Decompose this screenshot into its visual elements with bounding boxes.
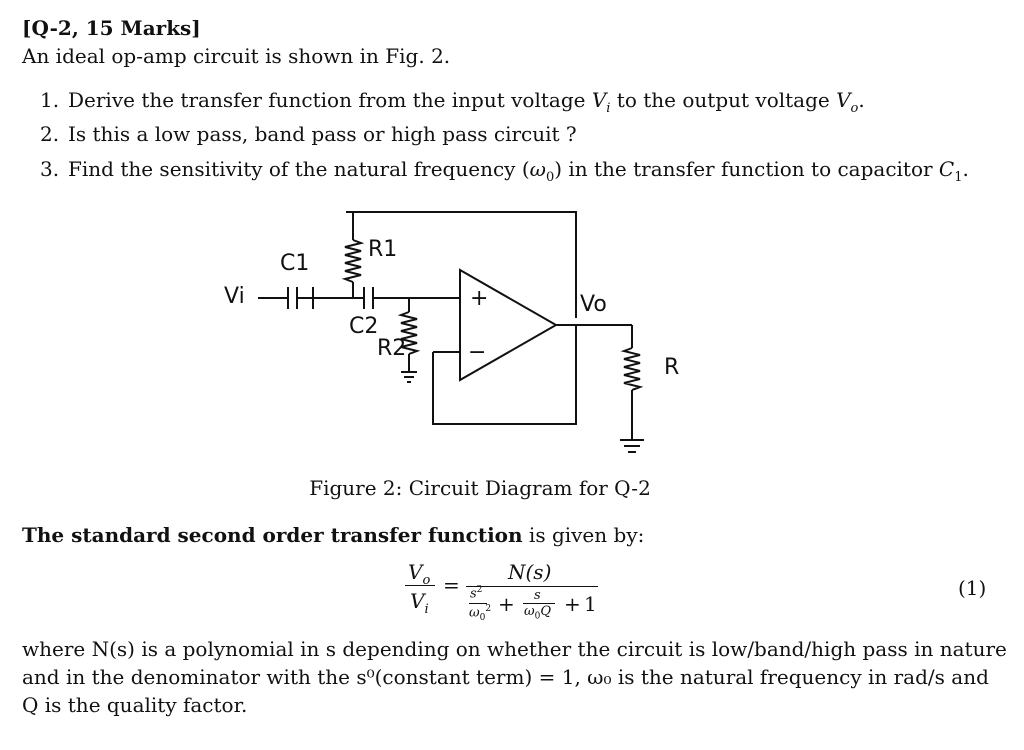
symbol-sub: i xyxy=(424,602,429,617)
resistor-r1 xyxy=(341,239,365,283)
question-text: . xyxy=(858,88,865,112)
symbol-sub: 1 xyxy=(954,170,963,185)
question-text: Is this a low pass, band pass or high pa… xyxy=(68,122,577,146)
symbol-sub: 0 xyxy=(479,612,486,623)
constant-one: 1 xyxy=(584,592,597,616)
standard-tf-sentence: The standard second order transfer funct… xyxy=(22,523,644,547)
plus-sign: + xyxy=(498,592,515,616)
den-term1-den: ω02 xyxy=(469,604,491,623)
den-term2-den: ω0Q xyxy=(524,604,551,622)
intro-text: An ideal op-amp circuit is shown in Fig.… xyxy=(22,44,451,68)
opamp-plus-sign: + xyxy=(470,286,488,311)
symbol-omega: ω xyxy=(529,157,546,181)
question-text: to the output voltage xyxy=(610,88,837,112)
question-text: Derive the transfer function from the in… xyxy=(68,88,592,112)
symbol-sub: o xyxy=(422,573,431,588)
question-header: [Q-2, 15 Marks] xyxy=(22,16,201,40)
den-term2-bar xyxy=(523,603,555,604)
feedback-wire xyxy=(432,325,577,425)
paragraph-line: where N(s) is a polynomial in s dependin… xyxy=(22,637,1007,661)
symbol-omega: ω xyxy=(469,605,480,621)
resistor-r xyxy=(620,347,644,391)
standard-tf-rest: is given by: xyxy=(522,523,645,547)
symbol-omega: ω xyxy=(524,604,535,619)
figure-caption: Figure 2: Circuit Diagram for Q-2 xyxy=(309,476,651,500)
den-term1-bar xyxy=(469,603,487,604)
question-number: 2. xyxy=(40,122,60,146)
resistor-r2 xyxy=(397,311,421,355)
feedback-wire xyxy=(346,211,577,318)
lhs-denominator: Vi xyxy=(410,589,429,617)
question-text: Find the sensitivity of the natural freq… xyxy=(68,157,530,181)
label-vo: Vo xyxy=(580,292,607,317)
symbol-sup: 2 xyxy=(485,604,492,614)
question-1: 1. Derive the transfer function from the … xyxy=(40,88,865,121)
equals-sign: = xyxy=(443,573,460,597)
symbol-v: V xyxy=(836,88,851,112)
question-number: 1. xyxy=(40,88,60,112)
symbol-sub: 0 xyxy=(534,611,541,622)
den-term2-num: s xyxy=(534,588,541,603)
plus-sign: + xyxy=(564,592,581,616)
rhs-fraction-bar xyxy=(466,586,598,587)
label-c2: C2 xyxy=(349,314,378,339)
symbol-sub: o xyxy=(850,101,859,116)
paragraph-line: Q is the quality factor. xyxy=(22,693,248,717)
question-text: ) in the transfer function to capacitor xyxy=(554,157,939,181)
lhs-fraction-bar xyxy=(405,585,435,586)
label-r1: R1 xyxy=(368,237,397,262)
opamp-minus-sign: − xyxy=(468,340,486,365)
standard-tf-bold: The standard second order transfer funct… xyxy=(22,523,523,547)
symbol-sub: i xyxy=(606,101,611,116)
question-text: . xyxy=(962,157,969,181)
label-r2: R2 xyxy=(377,336,406,361)
rhs-numerator: N(s) xyxy=(508,560,552,584)
question-number: 3. xyxy=(40,157,60,181)
question-2: 2. Is this a low pass, band pass or high … xyxy=(40,122,577,146)
symbol-q: Q xyxy=(540,604,552,619)
equation-number: (1) xyxy=(958,576,987,600)
label-vi: Vi xyxy=(224,284,245,309)
lhs-numerator: Vo xyxy=(408,560,430,588)
den-term1-num: s2 xyxy=(470,585,482,601)
op-amp xyxy=(459,268,559,382)
symbol-s: s xyxy=(470,586,477,602)
symbol-c: C xyxy=(938,157,955,181)
paragraph-line: and in the denominator with the s⁰(const… xyxy=(22,665,989,689)
symbol-v: V xyxy=(408,560,423,584)
symbol-v: V xyxy=(591,88,607,112)
label-c1: C1 xyxy=(280,251,309,276)
question-3: 3. Find the sensitivity of the natural fr… xyxy=(40,157,969,190)
label-r: R xyxy=(664,355,679,380)
symbol-sub: 0 xyxy=(545,170,555,185)
symbol-sup: 2 xyxy=(476,585,483,595)
symbol-v: V xyxy=(410,589,425,613)
